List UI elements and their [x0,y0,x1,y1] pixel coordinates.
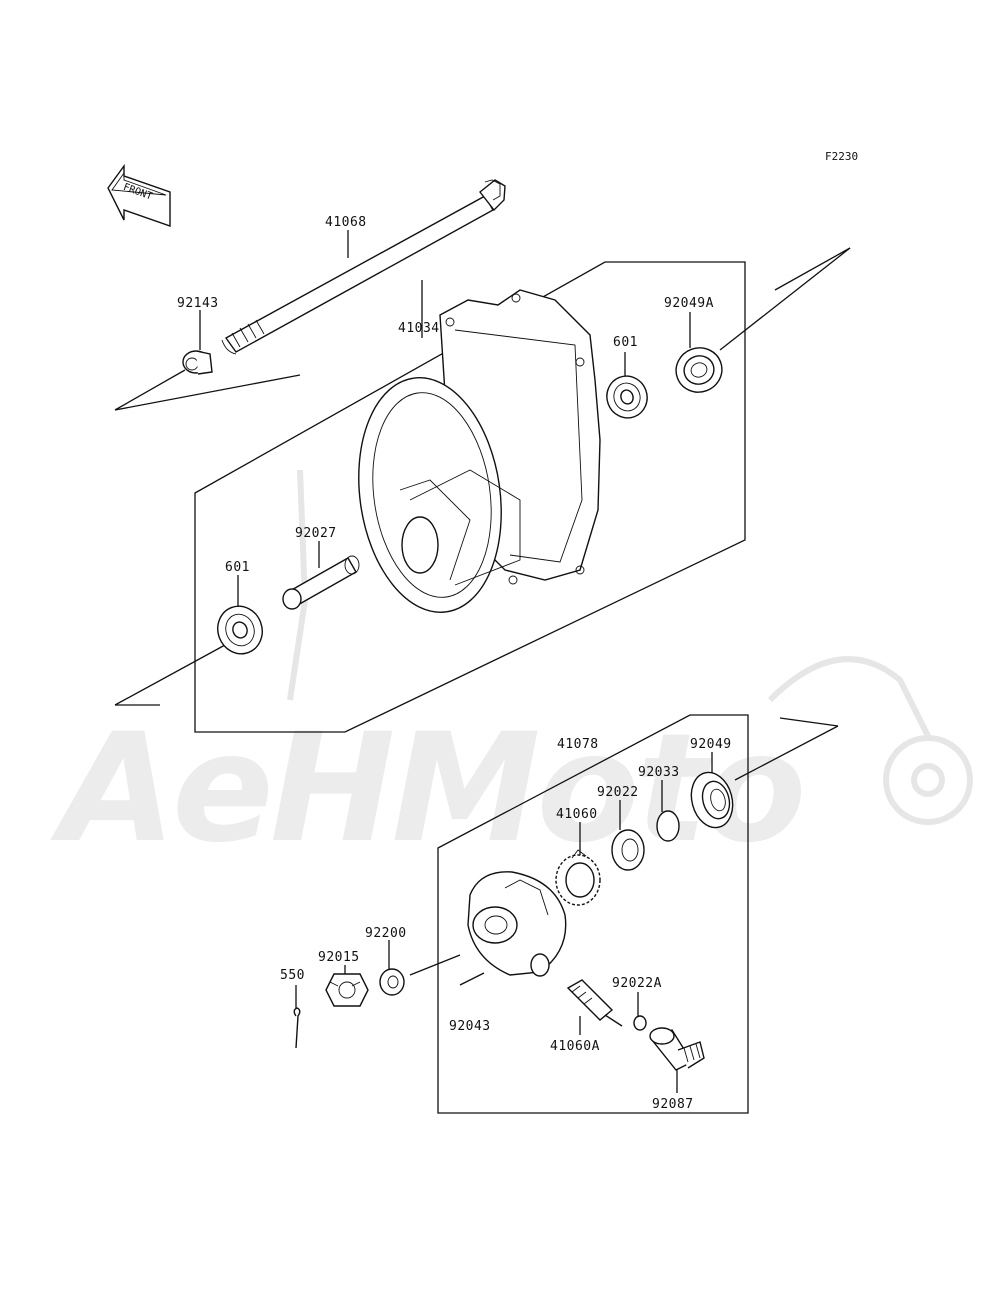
label-92033: 92033 [638,765,680,780]
label-92027: 92027 [295,526,337,541]
label-601-top: 601 [613,335,638,350]
nut-92015 [325,973,369,1007]
hub-41034 [358,289,601,613]
oil-seal-92049 [690,771,734,829]
figure-code: F2230 [825,150,858,163]
pin-92043 [459,972,485,986]
guide-lines [114,247,851,976]
label-92043: 92043 [449,1019,491,1034]
gear-41060 [555,849,601,906]
label-92087: 92087 [652,1097,694,1112]
bushing-92087 [649,1027,705,1071]
washer-92022 [611,829,645,871]
label-41078: 41078 [557,737,599,752]
washer-92022A [633,1015,647,1031]
gear-group-box [437,714,749,1114]
svg-text:AeHMoto: AeHMoto [50,702,802,876]
pinion-41060A [566,979,623,1027]
leader-lines [199,230,713,1093]
label-41060: 41060 [556,807,598,822]
label-601-left: 601 [225,560,250,575]
label-92049A: 92049A [664,296,714,311]
label-92200: 92200 [365,926,407,941]
label-550: 550 [280,968,305,983]
circlip-92033 [656,810,680,842]
label-41034: 41034 [398,321,440,336]
front-arrow-icon: FRONT [107,163,171,227]
cotter-pin-550 [293,1007,301,1049]
gear-housing-41078 [467,871,567,977]
bearing-601-left [217,605,263,655]
label-92022: 92022 [597,785,639,800]
axle-41068 [221,179,506,355]
label-41068: 41068 [325,215,367,230]
label-92143: 92143 [177,296,219,311]
oil-seal-92049A [675,347,723,393]
spacer-92027 [282,555,360,610]
collar-92143 [182,350,213,375]
label-92049: 92049 [690,737,732,752]
bearing-601-top [606,375,648,419]
label-92015: 92015 [318,950,360,965]
label-41060A: 41060A [550,1039,600,1054]
label-92022A: 92022A [612,976,662,991]
hub-group-box [194,261,746,733]
washer-92200 [379,968,405,996]
watermark-logo: AeHMoto [50,469,973,876]
